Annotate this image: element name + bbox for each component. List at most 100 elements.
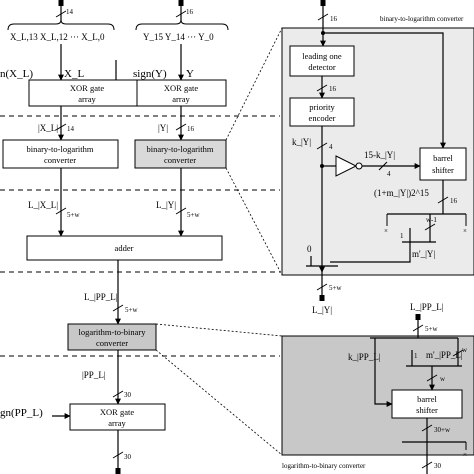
l2b-converter <box>67 323 157 351</box>
barrel2-line2: shifter <box>416 405 438 415</box>
y-bus-tick <box>175 10 187 18</box>
out-marker <box>115 468 121 474</box>
y-label: Y <box>186 68 194 80</box>
absy-bits: 16 <box>187 125 195 133</box>
leading-one-detector <box>289 45 355 77</box>
lpp-bits: 5+w <box>125 306 138 314</box>
barrel-out-tick <box>437 196 449 204</box>
ly-out-label: L_|Y| <box>312 305 332 315</box>
m-tick <box>424 223 436 231</box>
lx-label: L_|X_L| <box>28 200 58 210</box>
l2b-final-bits: 30 <box>434 462 442 470</box>
sign-x-label: n(X_L) <box>0 68 33 80</box>
xor-right-line1: XOR gate <box>164 83 198 93</box>
l2b-in-marker <box>415 314 421 320</box>
x-vector-label: X_L,13 X_L,12 ··· X_L,0 <box>10 32 105 42</box>
ly-out-marker <box>319 295 325 301</box>
b2l-detail-title: binary-to-logarithm converter <box>380 15 464 23</box>
shift-bits: 4 <box>387 170 391 178</box>
shift-out-label: (1+m_|Y|)2^15 <box>374 188 429 198</box>
b2l-converter-right <box>134 139 227 169</box>
shift-amount-label: 15-k_|Y| <box>364 150 395 160</box>
lpp-tick <box>112 304 124 312</box>
sign-pp-label: gn(PP_L) <box>0 407 43 419</box>
y-vector-label: Y_15 Y_14 ··· Y_0 <box>143 32 214 42</box>
xor-array-bottom <box>69 403 166 431</box>
xor-left-line2: array <box>78 94 96 104</box>
shift-tick <box>378 161 388 171</box>
xor-bottom-line2: array <box>108 418 126 428</box>
y-bits-label: 16 <box>186 8 194 16</box>
out-bits: 30 <box>124 453 132 461</box>
l2b-w-label: w <box>462 346 468 354</box>
msb-x: × <box>384 227 388 235</box>
l2b-w2-label: w <box>440 375 446 383</box>
k-tick <box>316 142 328 150</box>
x-l-label: X_L <box>64 68 84 80</box>
detail-in-tick <box>317 13 329 21</box>
barrel1-line2: shifter <box>432 165 454 175</box>
absy-tick <box>175 123 187 131</box>
l2b-out-bits: 30+w <box>434 426 451 434</box>
lod-line1: leading one <box>302 51 342 61</box>
adder-label: adder <box>115 243 134 253</box>
lpp-label: L_|PP_L| <box>84 292 118 302</box>
l2b-in-label: L_|PP_L| <box>410 302 444 312</box>
absy-label: |Y| <box>158 123 168 133</box>
lx-bits: 5+w <box>67 211 80 219</box>
zoom-l2b-bottom <box>155 349 283 456</box>
absx-label: |X_L| <box>38 123 58 133</box>
b2l-right-line2: converter <box>164 155 196 165</box>
detail-input-marker <box>320 0 326 6</box>
x-input-marker <box>58 0 64 6</box>
l2b-m-tick <box>452 349 464 357</box>
pe-line2: encoder <box>309 113 336 123</box>
xor-right-line2: array <box>172 94 190 104</box>
detail-to-barrel <box>323 32 446 149</box>
inverter-bubble <box>355 162 363 170</box>
zoom-b2l-top <box>225 27 283 141</box>
l2b-final-tick <box>421 461 433 469</box>
barrel1-line1: barrel <box>433 153 453 163</box>
l2b-in-bits: 5+w <box>425 325 438 333</box>
l2b-k-wire <box>374 338 393 407</box>
zoom-l2b-top <box>155 323 283 337</box>
b2l-left-line2: converter <box>44 155 76 165</box>
ly-out-bits: 5+w <box>329 284 342 292</box>
b2l-right-line1: binary-to-logarithm <box>146 144 213 154</box>
w-minus-1-label: w-1 <box>426 216 437 224</box>
adder-block <box>26 235 223 261</box>
l2b-line1: logarithm-to-binary <box>78 327 146 337</box>
l2b-trunc-x: × <box>463 451 467 459</box>
absx-bits: 14 <box>67 125 75 133</box>
lsb-x: × <box>463 227 467 235</box>
one-label: 1 <box>400 232 404 240</box>
xor-array-right <box>136 79 227 107</box>
ly-label: L_|Y| <box>156 200 176 210</box>
detail-junction <box>321 31 325 35</box>
lod-pe-bits: 16 <box>329 85 337 93</box>
ly-bits: 5+w <box>187 211 200 219</box>
l2b-m-label: m'_|PP_L| <box>426 350 463 360</box>
absx-tick <box>55 123 67 131</box>
x-brace <box>7 19 115 31</box>
l2b-one-label: 1 <box>414 352 418 360</box>
pp-tick <box>112 390 124 398</box>
l2b-in-tick <box>412 324 424 332</box>
x-bits-label: 14 <box>66 8 74 16</box>
l2b-out-tick <box>421 424 433 432</box>
lod-line2: detector <box>308 62 336 72</box>
zero-label: 0 <box>307 244 312 254</box>
l2b-line2: converter <box>96 338 128 348</box>
l2b-k-label: k_|PP_L| <box>348 352 381 362</box>
barrel-shifter-b2l <box>419 147 467 181</box>
ly-tick <box>175 207 187 215</box>
detail-in-bits: 16 <box>330 15 338 23</box>
barrel-out-bits: 16 <box>450 197 458 205</box>
pe-line1: priority <box>309 102 335 112</box>
barrel-shifter-l2b <box>391 389 463 419</box>
ly-out-tick <box>316 283 328 291</box>
x-bus-tick <box>55 10 67 18</box>
l2b-detail-title: logarithm-to-binary converter <box>282 462 366 470</box>
zoom-b2l-bottom <box>225 167 283 276</box>
